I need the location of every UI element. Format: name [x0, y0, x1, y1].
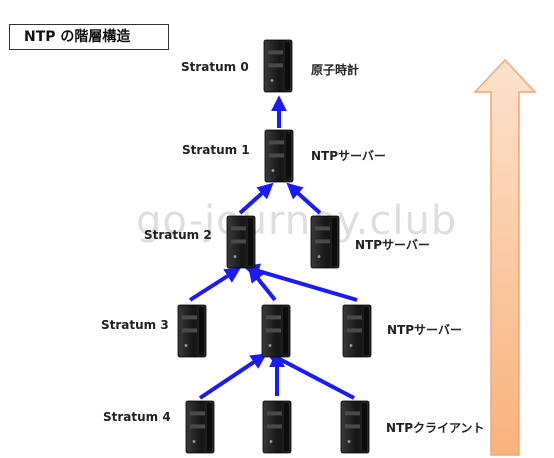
- sync-arrow: [238, 182, 274, 215]
- stratum-3-node-label: NTPサーバー: [387, 323, 462, 337]
- stratum-3-label: Stratum 3: [101, 318, 169, 332]
- server-icon: [342, 304, 372, 358]
- sync-arrow: [243, 263, 358, 302]
- server-icon: [262, 400, 292, 454]
- stratum-4-node-label: NTPクライアント: [386, 421, 485, 435]
- connection-arrows: [188, 95, 358, 400]
- stratum-1-label: Stratum 1: [182, 143, 250, 157]
- atomic-clock-label: 原子時計: [311, 63, 360, 77]
- sync-arrow: [286, 182, 322, 215]
- server-icon: [264, 129, 294, 183]
- server-icon: [177, 304, 207, 358]
- server-icon: [340, 400, 370, 454]
- stratum-4-label: Stratum 4: [103, 410, 171, 424]
- watermark: go-journey.club: [136, 198, 458, 244]
- stratum-2-label: Stratum 2: [144, 228, 212, 242]
- server-icon: [310, 215, 340, 269]
- server-icon: [263, 39, 293, 93]
- stratum-1-node-label: NTPサーバー: [311, 149, 386, 163]
- server-icon: [185, 400, 215, 454]
- hierarchy-up-arrow: [473, 58, 537, 456]
- stratum-2-node-label: NTPサーバー: [355, 238, 430, 252]
- sync-arrow: [265, 351, 355, 400]
- server-icons: [177, 39, 372, 454]
- sync-arrow: [198, 353, 267, 400]
- diagram-title: NTP の階層構造: [9, 24, 169, 50]
- server-icon: [226, 215, 256, 269]
- server-icon: [261, 304, 291, 358]
- stratum-0-label: Stratum 0: [181, 60, 249, 74]
- sync-arrow: [188, 267, 242, 302]
